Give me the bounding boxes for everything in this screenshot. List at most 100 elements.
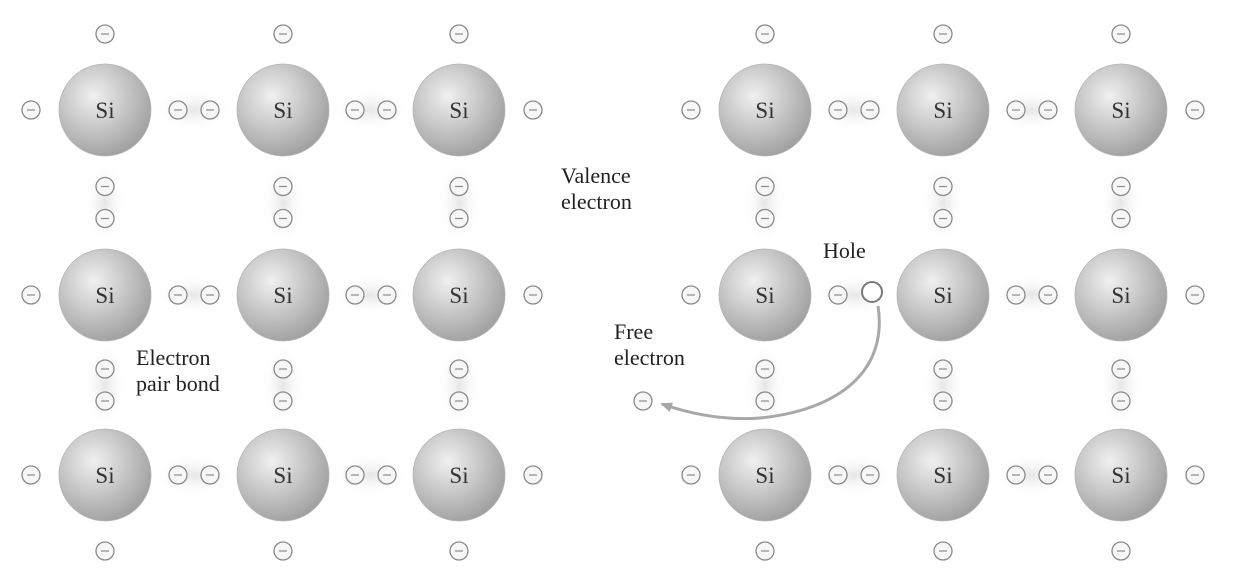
free-electron [633, 391, 653, 411]
valence-electron [168, 465, 188, 485]
edge-electron [95, 24, 115, 44]
valence-electron [95, 391, 115, 411]
si-atom-label: Si [755, 463, 774, 488]
si-atom-right-r1-c1: Si [896, 248, 990, 342]
bond-glow [921, 158, 965, 247]
valence-electron [273, 176, 293, 197]
si-atom-label: Si [1111, 98, 1130, 123]
valence-electron [449, 359, 469, 379]
si-atom-label: Si [273, 463, 292, 488]
valence-electrons [21, 24, 1205, 561]
valence-electron [1038, 465, 1058, 485]
si-atom-label: Si [95, 283, 114, 308]
edge-electron [449, 24, 469, 44]
si-atom-right-r1-c2: Si [1074, 248, 1168, 342]
si-atom-left-r2-c2: Si [412, 428, 506, 522]
edge-electron [523, 465, 543, 485]
bond-glow [331, 453, 411, 497]
valence-electron [345, 100, 365, 120]
si-atom-left-r1-c0: Si [58, 248, 152, 342]
valence-electron [168, 285, 188, 305]
edge-electron [523, 100, 543, 120]
bond-glow [992, 453, 1072, 497]
si-atom-label: Si [449, 463, 468, 488]
bond-glow [437, 341, 481, 429]
valence-electron [1111, 359, 1131, 379]
edge-electron [95, 541, 115, 561]
si-atom-left-r2-c0: Si [58, 428, 152, 522]
bond-glow [814, 453, 894, 497]
edge-electron [21, 465, 41, 485]
si-atom-left-r0-c1: Si [236, 63, 330, 157]
free-electron-label-line1: Free [614, 319, 654, 344]
valence-electron [95, 176, 115, 197]
edge-electron [21, 285, 41, 305]
valence-electron-label: Valence electron [561, 163, 632, 215]
edge-electron [523, 285, 543, 305]
edge-electron [1111, 24, 1131, 44]
edge-electron [755, 541, 775, 561]
valence-electron [933, 359, 953, 379]
hole-label: Hole [823, 238, 866, 263]
bond-glow [743, 341, 787, 429]
valence-electron [449, 176, 469, 197]
valence-electron [377, 465, 397, 485]
valence-electron [755, 359, 775, 379]
free-electron-label-line2: electron [614, 345, 685, 370]
bond-glow [743, 158, 787, 247]
valence-electron [755, 176, 775, 197]
si-atom-right-r0-c2: Si [1074, 63, 1168, 157]
valence-electron [933, 176, 953, 197]
si-atom-label: Si [933, 283, 952, 308]
bond-glow [921, 341, 965, 429]
bond-glow [154, 88, 234, 132]
valence-electron [95, 359, 115, 379]
edge-electron [21, 100, 41, 120]
si-atom-left-r0-c0: Si [58, 63, 152, 157]
edge-electron [273, 24, 293, 44]
bond-glow [1099, 158, 1143, 247]
valence-electron [1006, 100, 1026, 120]
bond-glow [992, 88, 1072, 132]
si-atom-right-r0-c1: Si [896, 63, 990, 157]
si-atom-label: Si [1111, 463, 1130, 488]
si-atom-label: Si [933, 463, 952, 488]
valence-electron [200, 465, 220, 485]
valence-electron [449, 208, 469, 229]
valence-electron [828, 285, 848, 305]
valence-electron [828, 465, 848, 485]
bond-glow [154, 453, 234, 497]
si-atom-label: Si [1111, 283, 1130, 308]
edge-electron [449, 541, 469, 561]
valence-electron [200, 285, 220, 305]
bond-glow [83, 158, 127, 247]
edge-electron [681, 465, 701, 485]
valence-electron [200, 100, 220, 120]
si-atom-left-r2-c1: Si [236, 428, 330, 522]
bond-glow [437, 158, 481, 247]
si-atom-label: Si [755, 98, 774, 123]
edge-electron [1111, 541, 1131, 561]
edge-electron [1185, 285, 1205, 305]
si-atom-label: Si [95, 463, 114, 488]
bond-glow [331, 273, 411, 317]
valence-electron [1111, 176, 1131, 197]
electron-pair-bond-label-line2: pair bond [136, 371, 220, 396]
valence-electron-label-line1: Valence [561, 163, 631, 188]
valence-electron [755, 208, 775, 229]
bond-glow [814, 88, 894, 132]
valence-electron [1038, 100, 1058, 120]
valence-electron [345, 285, 365, 305]
valence-electron [1006, 465, 1026, 485]
valence-electron [345, 465, 365, 485]
valence-electron [377, 285, 397, 305]
bond-glows [83, 88, 1143, 497]
bond-glow [992, 273, 1072, 317]
si-atom-right-r1-c0: Si [718, 248, 812, 342]
bond-glow [261, 341, 305, 429]
edge-electron [1185, 465, 1205, 485]
hole-marker [861, 281, 883, 303]
bond-glow [261, 158, 305, 247]
si-atom-right-r0-c0: Si [718, 63, 812, 157]
valence-electron [377, 100, 397, 120]
